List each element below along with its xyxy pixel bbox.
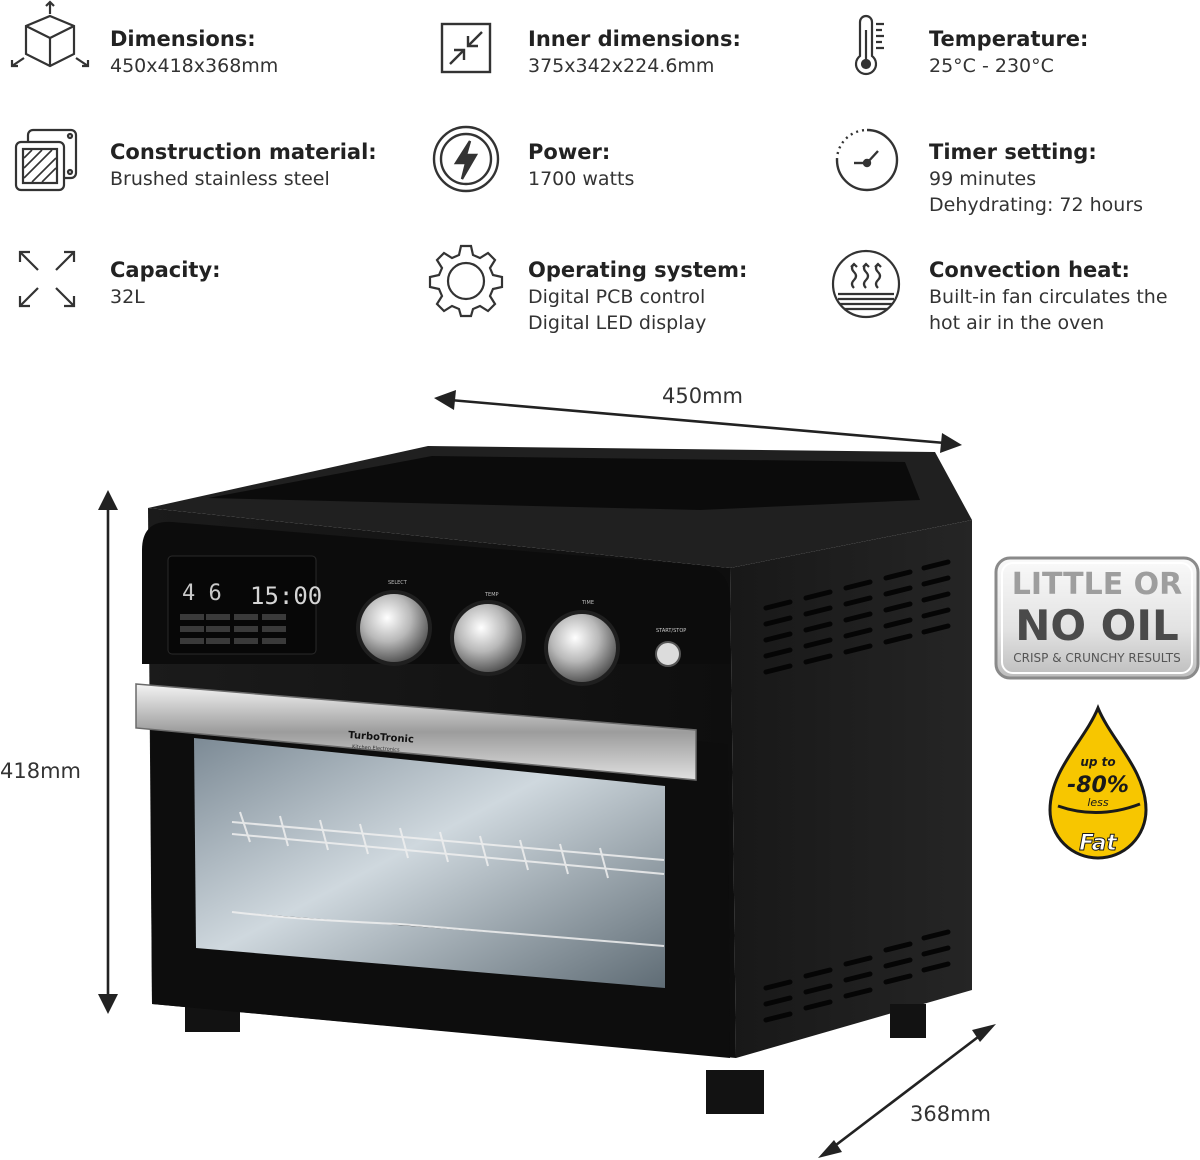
spec-value: Built-in fan circulates the: [929, 286, 1168, 308]
spec-value: 450x418x368mm: [110, 55, 279, 77]
lightning-icon: [432, 125, 500, 193]
convection-heat-icon: [831, 249, 901, 319]
spec-value: 32L: [110, 286, 145, 308]
spec-value: 375x342x224.6mm: [528, 55, 715, 77]
knob-label-select: SELECT: [388, 580, 408, 586]
spec-label: Timer setting:: [929, 140, 1097, 164]
spec-material: Construction material: Brushed stainless…: [0, 120, 400, 210]
spec-label: Construction material:: [110, 140, 377, 164]
gear-icon: [428, 244, 504, 318]
little-oil-badge: [994, 556, 1200, 680]
knob-label-temp: TEMP: [484, 592, 499, 598]
shrink-arrows-icon: [440, 22, 492, 74]
spec-label: Capacity:: [110, 258, 221, 282]
spec-label: Operating system:: [528, 258, 748, 282]
spec-value: hot air in the oven: [929, 312, 1105, 334]
fat-word: Fat: [1079, 831, 1118, 856]
spec-label: Power:: [528, 140, 611, 164]
steel-plate-icon: [14, 128, 78, 192]
spec-temperature: Temperature: 25°C - 230°C: [820, 0, 1200, 90]
spec-timer: Timer setting: 99 minutes Dehydrating: 7…: [820, 120, 1200, 230]
fat-less: less: [1087, 796, 1109, 809]
spec-power: Power: 1700 watts: [420, 120, 820, 210]
fat-drop-badge: [1048, 704, 1148, 860]
height-measurement: 418mm: [0, 759, 81, 783]
spec-inner-dimensions: Inner dimensions: 375x342x224.6mm: [420, 0, 820, 90]
knob-label-time: TIME: [581, 600, 594, 606]
depth-measurement: 368mm: [910, 1102, 991, 1126]
start-stop-label: START/STOP: [656, 628, 686, 634]
spec-label: Temperature:: [929, 27, 1089, 51]
spec-convection: Convection heat: Built-in fan circulates…: [820, 240, 1200, 350]
spec-value: Dehydrating: 72 hours: [929, 194, 1144, 216]
spec-label: Dimensions:: [110, 27, 256, 51]
spec-operating-system: Operating system: Digital PCB control Di…: [420, 240, 820, 350]
badge-line-3: CRISP & CRUNCHY RESULTS: [1013, 651, 1180, 665]
expand-arrows-icon: [18, 250, 76, 308]
spec-value: Digital PCB control: [528, 286, 706, 308]
badge-line-1: LITTLE OR: [1012, 567, 1183, 602]
spec-label: Convection heat:: [929, 258, 1130, 282]
thermometer-icon: [854, 14, 884, 76]
badge-line-2: NO OIL: [1015, 601, 1179, 650]
spec-label: Inner dimensions:: [528, 27, 741, 51]
fat-up-to: up to: [1080, 755, 1115, 769]
display-right: 15:00: [250, 582, 322, 610]
spec-value: 99 minutes: [929, 168, 1037, 190]
fat-percentage: -80%: [1067, 773, 1129, 798]
spec-capacity: Capacity: 32L: [0, 240, 400, 330]
width-measurement: 450mm: [662, 384, 743, 408]
spec-value: 25°C - 230°C: [929, 55, 1054, 77]
cube-icon: [10, 0, 90, 68]
oven-knobs: [356, 590, 681, 686]
display-left: 4 6: [182, 581, 222, 606]
brand-logo: TurboTronic: [348, 730, 414, 746]
spec-dimensions: Dimensions: 450x418x368mm: [0, 0, 400, 90]
brand-subtitle: Kitchen Electronics: [352, 744, 400, 753]
spec-value: Brushed stainless steel: [110, 168, 330, 190]
timer-icon: [835, 128, 899, 192]
spec-value: Digital LED display: [528, 312, 707, 334]
spec-value: 1700 watts: [528, 168, 635, 190]
